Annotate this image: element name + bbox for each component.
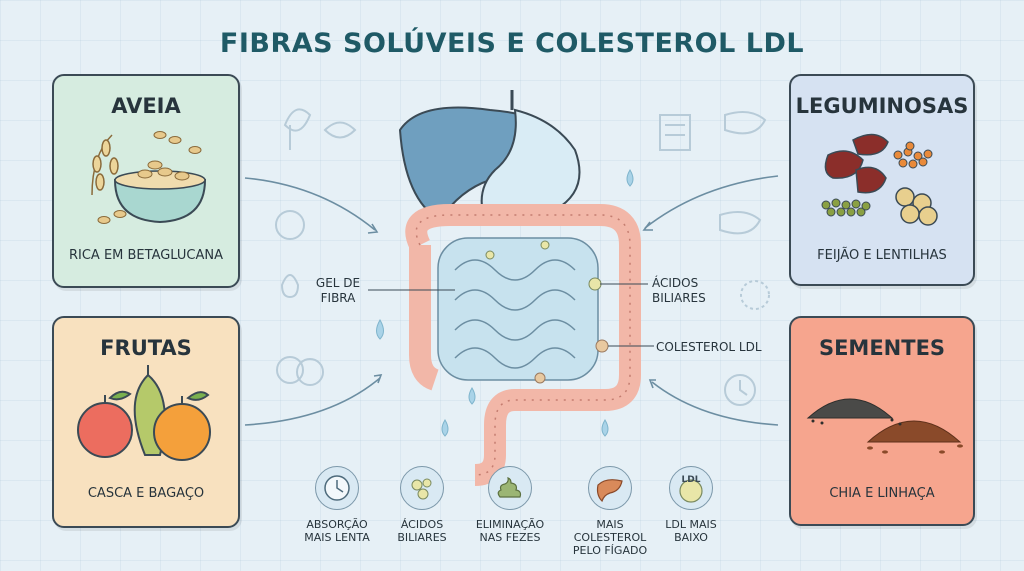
arrow-sementes [651, 381, 779, 426]
faint-intestine-icon [659, 114, 691, 151]
step-figado-line2: PELO FÍGADO [572, 544, 648, 557]
faint-liver-icon-2 [719, 210, 762, 235]
arrow-leguminosas [644, 175, 779, 229]
bile-acid-particle [588, 277, 602, 291]
faint-background-icons [275, 108, 770, 406]
arrow-frutas [244, 377, 381, 426]
step-eliminacao-line2: NAS FEZES [479, 531, 541, 544]
step-absorcao-line2: MAIS LENTA [304, 531, 370, 544]
faint-fruit-icon [276, 356, 304, 384]
card-frutas-title: FRUTAS [100, 336, 192, 360]
step-eliminacao-line1: ELIMINAÇÃO [475, 518, 545, 531]
label-colesterol-ldl: COLESTEROL LDL [656, 340, 762, 354]
card-aveia-title: AVEIA [111, 94, 181, 118]
page-title: FIBRAS SOLÚVEIS E COLESTEROL LDL [219, 28, 805, 59]
label-acidos-biliares: ÁCIDOS BILIARES [652, 276, 732, 306]
label-acidos-line2: BILIARES [652, 291, 706, 305]
faint-clock-icon [724, 374, 756, 406]
faint-leaf-icon [283, 108, 312, 150]
card-sementes-title: SEMENTES [818, 336, 946, 360]
label-gel-de-fibra: GEL DE FIBRA [305, 276, 371, 306]
step-acidos-line1: ÁCIDOS [400, 518, 444, 531]
card-leguminosas-caption: FEIJÃO E LENTILHAS [817, 248, 947, 263]
card-leguminosas: LEGUMINOSAS FEIJÃO E LENTILHAS [789, 74, 975, 286]
flow-arrows [244, 175, 779, 426]
label-gel-line2: FIBRA [320, 291, 356, 305]
faint-liver-icon [724, 110, 767, 135]
step-ldl-line2: BAIXO [674, 531, 708, 544]
small-intestine-loops [454, 259, 576, 369]
bile-droplets-icon [400, 466, 444, 510]
liver-icon [588, 466, 632, 510]
label-gel-line1: GEL DE [315, 276, 361, 290]
faint-apple-icon [275, 210, 305, 240]
clock-icon [315, 466, 359, 510]
ascending-colon [409, 245, 440, 391]
card-aveia-caption: RICA EM BETAGLUCANA [68, 248, 224, 263]
card-frutas-caption: CASCA E BAGAÇO [87, 486, 205, 501]
card-sementes: SEMENTES CHIA E LINHAÇA [789, 316, 975, 526]
label-acidos-line1: ÁCIDOS [652, 276, 699, 290]
ldl-particle-icon: LDL [669, 466, 713, 510]
faint-particle-icon [740, 280, 770, 310]
faint-drop-icon [280, 274, 300, 299]
stool-icon [488, 466, 532, 510]
leader-lines [368, 283, 654, 347]
step-figado-line1: MAIS COLESTEROL [573, 518, 647, 544]
step-ldl-line1: LDL MAIS [665, 518, 717, 531]
card-aveia: AVEIA RICA EM BETAGLUCANA [52, 74, 240, 288]
cholesterol-particle [595, 339, 609, 353]
step-acidos-line2: BILIARES [397, 531, 447, 544]
card-frutas: FRUTAS CASCA E BAGAÇO [52, 316, 240, 528]
step-absorcao-line1: ABSORÇÃO [306, 518, 368, 531]
card-sementes-caption: CHIA E LINHAÇA [829, 486, 935, 501]
card-leguminosas-title: LEGUMINOSAS [795, 94, 969, 118]
faint-bean-icon [323, 121, 357, 139]
ldl-badge-text: LDL [681, 475, 701, 485]
arrow-aveia [244, 177, 376, 231]
